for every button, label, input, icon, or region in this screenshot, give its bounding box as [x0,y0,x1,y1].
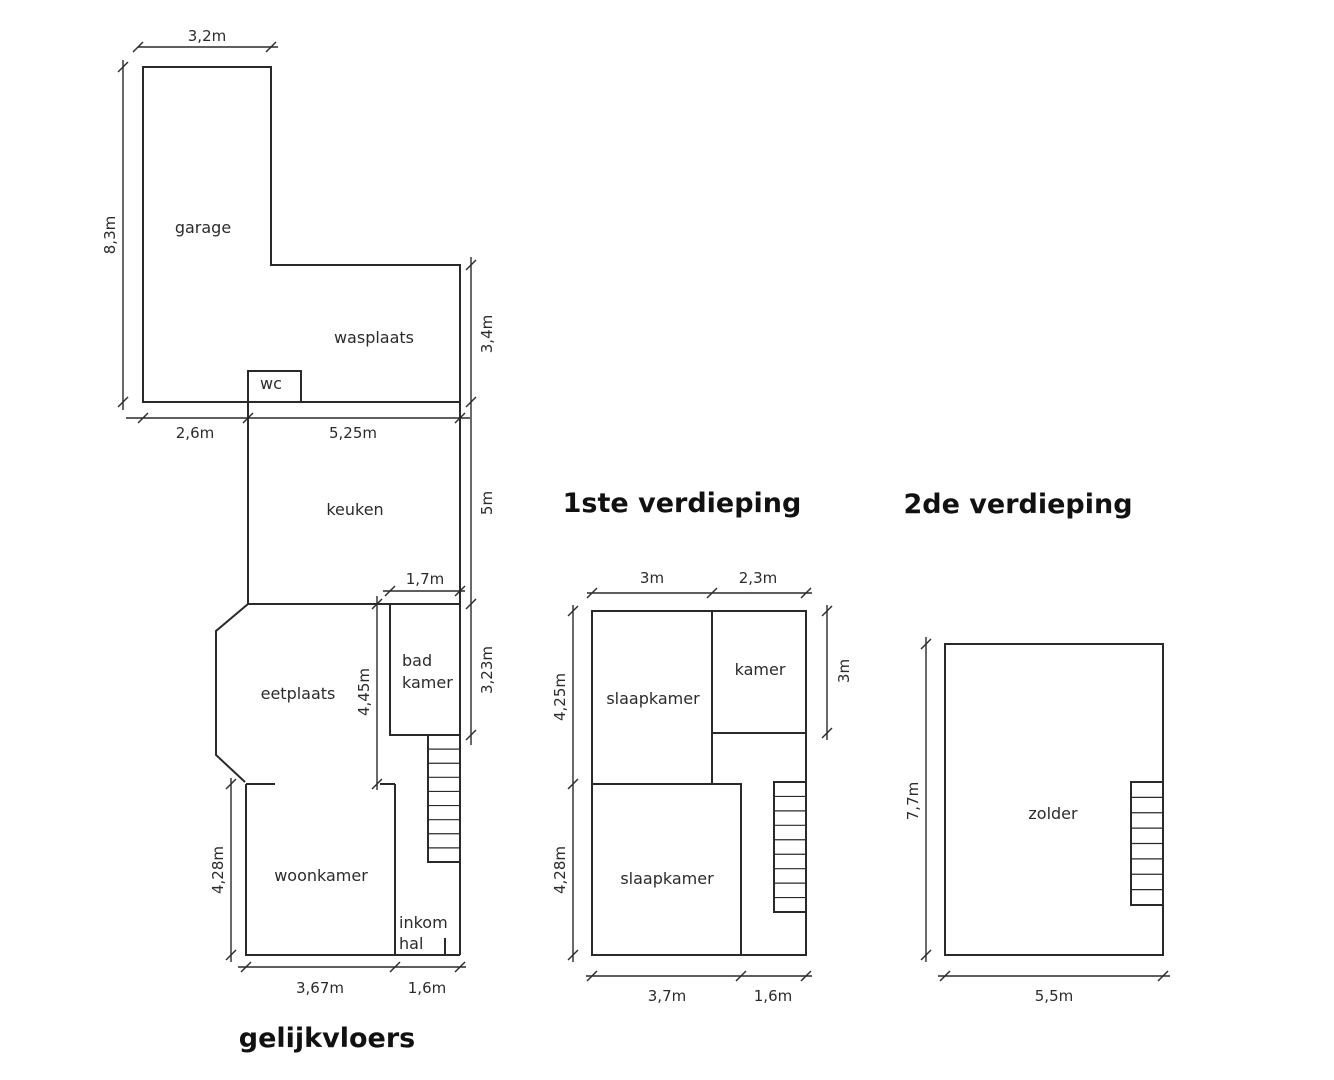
first-floor-plan [591,610,807,956]
woonkamer-walls [245,784,460,956]
room-label-wasplaats: wasplaats [334,328,414,347]
keuken-outline [247,402,461,604]
first-floor-stair [773,781,807,913]
dim-eetplaats-depth: 4,45m [355,668,373,716]
dim-woonkamer-depth: 4,28m [209,846,227,894]
room-label-keuken: keuken [326,500,383,519]
room-label-slaapkamer-bottom: slaapkamer [620,869,714,888]
ground-stair-frame [427,734,461,863]
dim-front-left: 3,67m [296,979,344,997]
ground-floor-plan [142,66,461,956]
dim-badkamer-depth: 3,23m [478,646,496,694]
first-stair-frame [773,781,807,913]
room-label-badkamer-line1: bad [402,651,432,670]
first-floor-slaapkamer-bottom [592,783,742,955]
second-floor-stair [1130,781,1164,906]
ground-floor-dimensions [117,41,477,973]
room-label-wc: wc [260,374,282,393]
room-label-garage: garage [175,218,231,237]
dim-garage-length: 8,3m [101,216,119,254]
ground-stair [427,734,461,863]
dim-wasplaats-depth: 3,4m [478,315,496,353]
dim-first-kamer-depth: 3m [835,659,853,683]
dim-first-bottom-right: 1,6m [754,987,792,1005]
first-floor-dimensions [567,587,833,982]
floor-title-ground: gelijkvloers [239,1023,415,1054]
garage-wasplaats-outline [142,66,461,403]
dim-second-width: 5,5m [1035,987,1073,1005]
room-label-inkomhal-line1: inkom [399,913,448,932]
dim-rear-left: 2,6m [176,424,214,442]
eetplaats-bay-wall [215,603,249,783]
second-floor-plan [944,643,1164,956]
dim-garage-width: 3,2m [188,27,226,45]
dim-rear-right: 5,25m [329,424,377,442]
dim-first-left-top: 4,25m [551,673,569,721]
dim-first-bottom-left: 3,7m [648,987,686,1005]
dim-first-left-bottom: 4,28m [551,846,569,894]
dim-first-top-left: 3m [640,569,664,587]
floor-title-first: 1ste verdieping [563,488,802,519]
room-label-eetplaats: eetplaats [261,684,336,703]
second-floor-dimensions [920,637,1170,982]
room-label-zolder: zolder [1028,804,1078,823]
room-label-woonkamer: woonkamer [274,866,368,885]
room-label-kamer: kamer [735,660,786,679]
dim-front-right: 1,6m [408,979,446,997]
dim-keuken-depth: 5m [478,491,496,515]
wc-room [247,370,302,403]
dim-second-depth: 7,7m [904,782,922,820]
room-label-inkomhal-line2: hal [399,934,423,953]
floor-title-second: 2de verdieping [903,489,1132,520]
room-label-slaapkamer-top: slaapkamer [606,689,700,708]
room-label-badkamer-line2: kamer [402,673,453,692]
dim-first-top-right: 2,3m [739,569,777,587]
dim-badkamer-width: 1,7m [406,570,444,588]
